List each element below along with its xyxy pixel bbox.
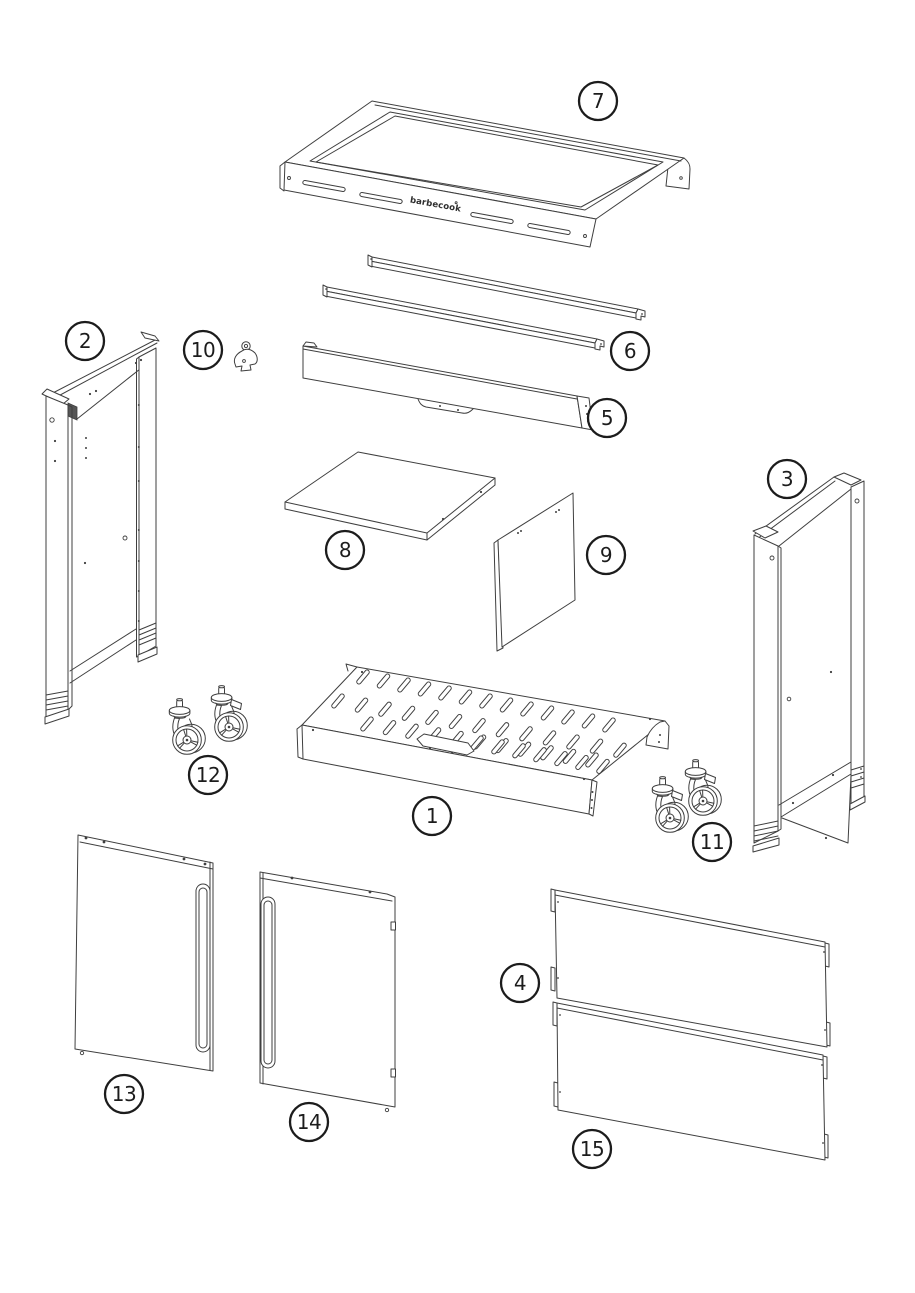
svg-text:5: 5 [601, 406, 613, 430]
part-12-casters-drawing [168, 686, 247, 755]
part-callout-4: 4 [499, 962, 541, 1004]
part-5-front-rail-drawing [302, 341, 594, 431]
svg-text:6: 6 [624, 339, 636, 363]
part-callout-8: 8 [324, 529, 366, 571]
svg-text:14: 14 [297, 1110, 321, 1134]
part-callout-7: 7 [577, 80, 619, 122]
part-3-right-side-frame-drawing [752, 472, 866, 853]
svg-text:1: 1 [426, 804, 438, 828]
part-11-casters-drawing [652, 760, 721, 833]
part-callout-1: 1 [411, 795, 453, 837]
part-callout-9: 9 [585, 534, 627, 576]
part-1-vented-base-drawing [296, 663, 670, 817]
part-7-top-shelf-drawing: barbecook [279, 100, 691, 248]
svg-text:3: 3 [781, 467, 793, 491]
part-6-cross-rails-drawing [322, 254, 646, 351]
part-callout-14: 14 [288, 1101, 330, 1143]
part-callout-10: 10 [182, 329, 224, 371]
part-8-shelf-drawing [284, 451, 496, 541]
part-callout-11: 11 [691, 821, 733, 863]
svg-text:10: 10 [191, 338, 215, 362]
part-callout-3: 3 [766, 458, 808, 500]
svg-text:15: 15 [580, 1137, 604, 1161]
part-14-right-door-drawing [259, 871, 396, 1113]
part-9-divider-panel-drawing [493, 492, 576, 652]
svg-text:2: 2 [79, 329, 91, 353]
part-callout-15: 15 [571, 1128, 613, 1170]
part-callout-2: 2 [64, 320, 106, 362]
svg-text:4: 4 [514, 971, 526, 995]
part-4-upper-back-panel-drawing [550, 888, 831, 1048]
svg-text:12: 12 [196, 763, 220, 787]
part-callout-13: 13 [103, 1073, 145, 1115]
svg-text:9: 9 [600, 543, 612, 567]
brand-logo-ring-icon [454, 201, 458, 205]
svg-text:11: 11 [700, 830, 724, 854]
svg-text:13: 13 [112, 1082, 136, 1106]
part-callout-12: 12 [187, 754, 229, 796]
part-2-left-side-frame-drawing [41, 331, 160, 725]
svg-text:7: 7 [592, 89, 604, 113]
part-callout-5: 5 [586, 397, 628, 439]
part-callout-6: 6 [609, 330, 651, 372]
svg-text:8: 8 [339, 538, 351, 562]
part-15-lower-back-panel-drawing [552, 1001, 829, 1161]
part-13-left-door-drawing [74, 834, 214, 1072]
part-10-bracket-drawing [233, 341, 258, 372]
